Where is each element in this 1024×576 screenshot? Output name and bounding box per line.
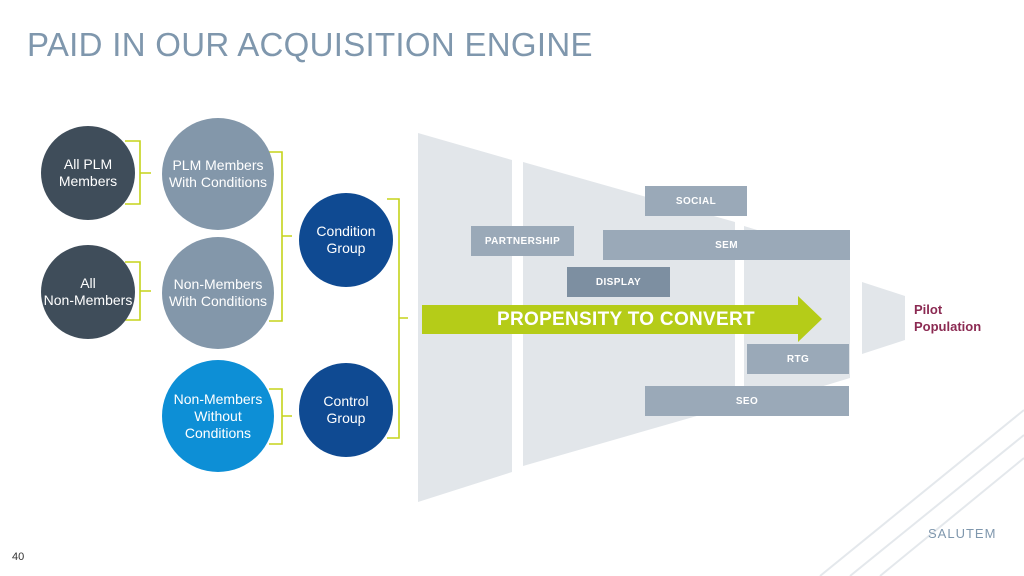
channel-seo: SEO bbox=[645, 386, 849, 416]
circle-all-non-members: All Non-Members bbox=[41, 245, 135, 339]
channel-social: SOCIAL bbox=[645, 186, 747, 216]
pilot-population-label: Pilot Population bbox=[914, 302, 982, 334]
circle-condition-group: Condition Group bbox=[299, 193, 393, 287]
page-title: PAID IN OUR ACQUISITION ENGINE bbox=[27, 26, 593, 63]
funnel-segment-4 bbox=[862, 282, 905, 354]
bracket-without-conditions bbox=[269, 388, 292, 445]
channel-partnership: PARTNERSHIP bbox=[471, 226, 574, 256]
bracket-with-conditions bbox=[269, 151, 292, 322]
circle-plm-members-with-conditions: PLM Members With Conditions bbox=[162, 118, 274, 230]
propensity-arrow-label: PROPENSITY TO CONVERT bbox=[497, 309, 755, 330]
channel-display: DISPLAY bbox=[567, 267, 670, 297]
bracket-groups bbox=[387, 198, 408, 439]
circle-control-group: Control Group bbox=[299, 363, 393, 457]
channel-rtg: RTG bbox=[747, 344, 849, 374]
channel-sem: SEM bbox=[603, 230, 850, 260]
circle-non-members-with-conditions: Non-Members With Conditions bbox=[162, 237, 274, 349]
circle-all-plm-members: All PLM Members bbox=[41, 126, 135, 220]
bracket-plm bbox=[125, 140, 151, 205]
bracket-non-members bbox=[125, 261, 151, 321]
decorative-lines bbox=[819, 409, 1024, 576]
brackets bbox=[125, 140, 408, 445]
propensity-arrow bbox=[422, 296, 822, 342]
circle-non-members-without-conditions: Non-Members Without Conditions bbox=[162, 360, 274, 472]
company-logo: SALUTEM bbox=[928, 526, 997, 541]
page-number: 40 bbox=[12, 551, 25, 563]
